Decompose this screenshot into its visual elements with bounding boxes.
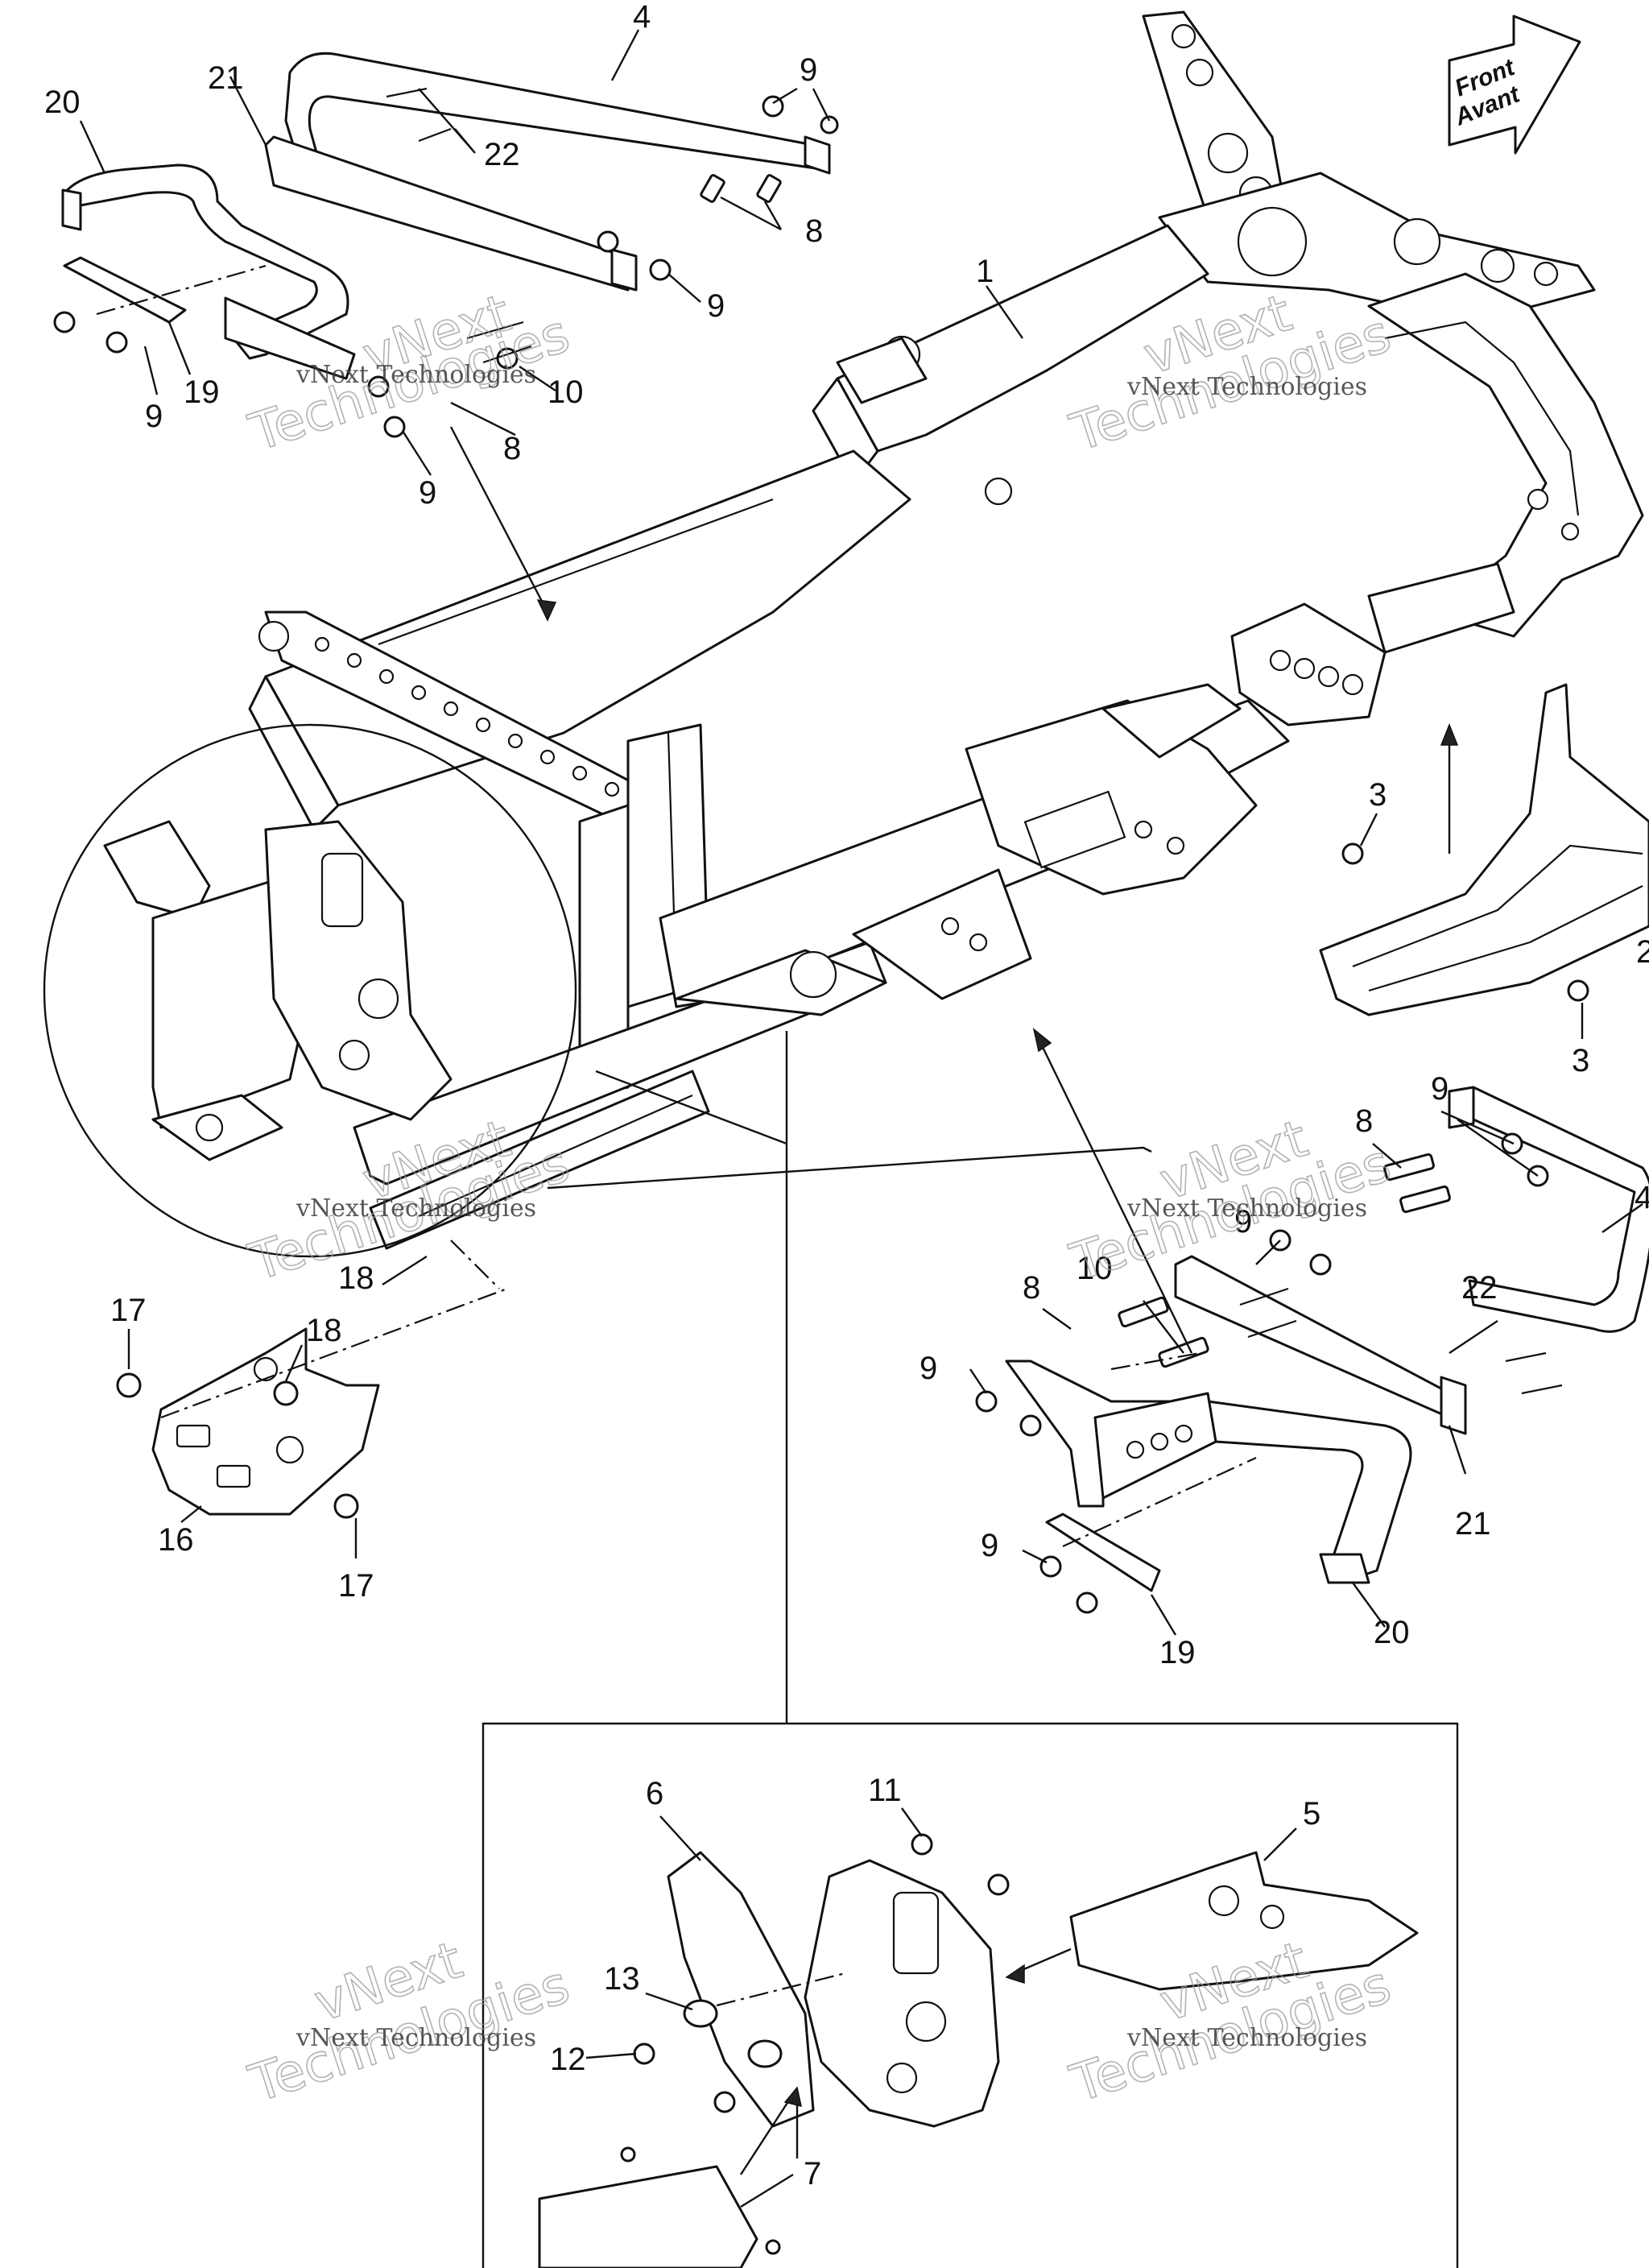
leader-lines	[79, 29, 1643, 2208]
rear-crossbar-holes	[314, 636, 620, 797]
callout-9-right-lower: 9	[920, 1351, 937, 1386]
front-arrow-shape	[1448, 14, 1581, 155]
callout-8-right-top: 8	[1355, 1103, 1373, 1139]
detail-circle-inset	[43, 723, 577, 1258]
watermark-lower-left: vNext Technologies vNext Technologies	[242, 1930, 577, 2115]
callout-12: 12	[550, 2042, 586, 2077]
callout-10-right: 10	[1077, 1251, 1113, 1286]
lower-right-bumper-assembly	[975, 1086, 1649, 1614]
callout-9-right-top: 9	[1431, 1071, 1449, 1107]
callout-8-top: 8	[805, 213, 823, 249]
callout-16: 16	[158, 1522, 194, 1558]
svg-text:vNext Technologies: vNext Technologies	[1126, 2024, 1367, 2052]
callout-5: 5	[1303, 1796, 1320, 1831]
callout-17-top: 17	[110, 1293, 147, 1328]
callout-9-upper-mid: 9	[707, 288, 725, 324]
skid-plate-part-2	[1319, 683, 1649, 1016]
callout-17-bottom: 17	[338, 1568, 374, 1604]
callout-22-top: 22	[484, 137, 520, 172]
callout-6: 6	[646, 1776, 663, 1811]
callout-7: 7	[804, 2156, 821, 2191]
svg-text:vNext Technologies: vNext Technologies	[295, 2024, 536, 2052]
front-direction-arrow: Front Avant	[1448, 14, 1581, 155]
lower-right-fasteners	[975, 1132, 1563, 1614]
callout-8-left: 8	[503, 431, 521, 466]
callout-3-upper: 3	[1369, 777, 1387, 813]
svg-text:vNext Technologies: vNext Technologies	[295, 1194, 536, 1223]
callout-9-bottom-right: 9	[981, 1528, 998, 1563]
watermark-upper-left: vNext Technologies vNext Technologies	[242, 283, 577, 464]
callout-4-right: 4	[1635, 1180, 1649, 1215]
callout-11: 11	[868, 1773, 902, 1808]
callout-1: 1	[976, 254, 994, 289]
callout-labels: 4 21 20 9 22 8 1 9 19 9 10 8 9 3 3 2 9 8…	[44, 0, 1649, 2191]
callout-8-right-lower: 8	[1023, 1270, 1040, 1306]
callout-21-right: 21	[1455, 1506, 1491, 1542]
main-frame-part-1	[248, 10, 1644, 1250]
callout-9-left: 9	[145, 399, 163, 434]
callout-9-lower-left: 9	[419, 475, 436, 511]
callout-3-lower: 3	[1572, 1043, 1589, 1078]
callout-21-top: 21	[208, 60, 244, 96]
callout-19-right: 19	[1159, 1635, 1196, 1670]
callout-2: 2	[1636, 934, 1649, 970]
svg-text:vNext Technologies: vNext Technologies	[295, 361, 536, 389]
lower-inset-box	[481, 1722, 1459, 2268]
upper-left-bumper-assembly	[53, 52, 839, 438]
svg-text:vNext Technologies: vNext Technologies	[1126, 1194, 1367, 1223]
watermark-mid-right: vNext Technologies vNext Technologies	[1063, 1108, 1398, 1293]
callout-22-right: 22	[1461, 1270, 1498, 1306]
callout-19-top: 19	[184, 375, 220, 410]
callout-18-bracket: 18	[306, 1313, 342, 1348]
callout-9-right-mid: 9	[1234, 1204, 1252, 1240]
svg-text:vNext Technologies: vNext Technologies	[1126, 373, 1367, 401]
callout-13: 13	[604, 1961, 640, 1997]
callout-20-right: 20	[1374, 1615, 1410, 1650]
callout-20-top: 20	[44, 85, 81, 120]
callout-4-top: 4	[633, 0, 651, 35]
callout-9-top-right: 9	[800, 52, 817, 88]
callout-18-circle: 18	[338, 1260, 374, 1296]
rear-bracket-part-16	[116, 1327, 380, 1519]
callout-10-top: 10	[548, 375, 584, 410]
